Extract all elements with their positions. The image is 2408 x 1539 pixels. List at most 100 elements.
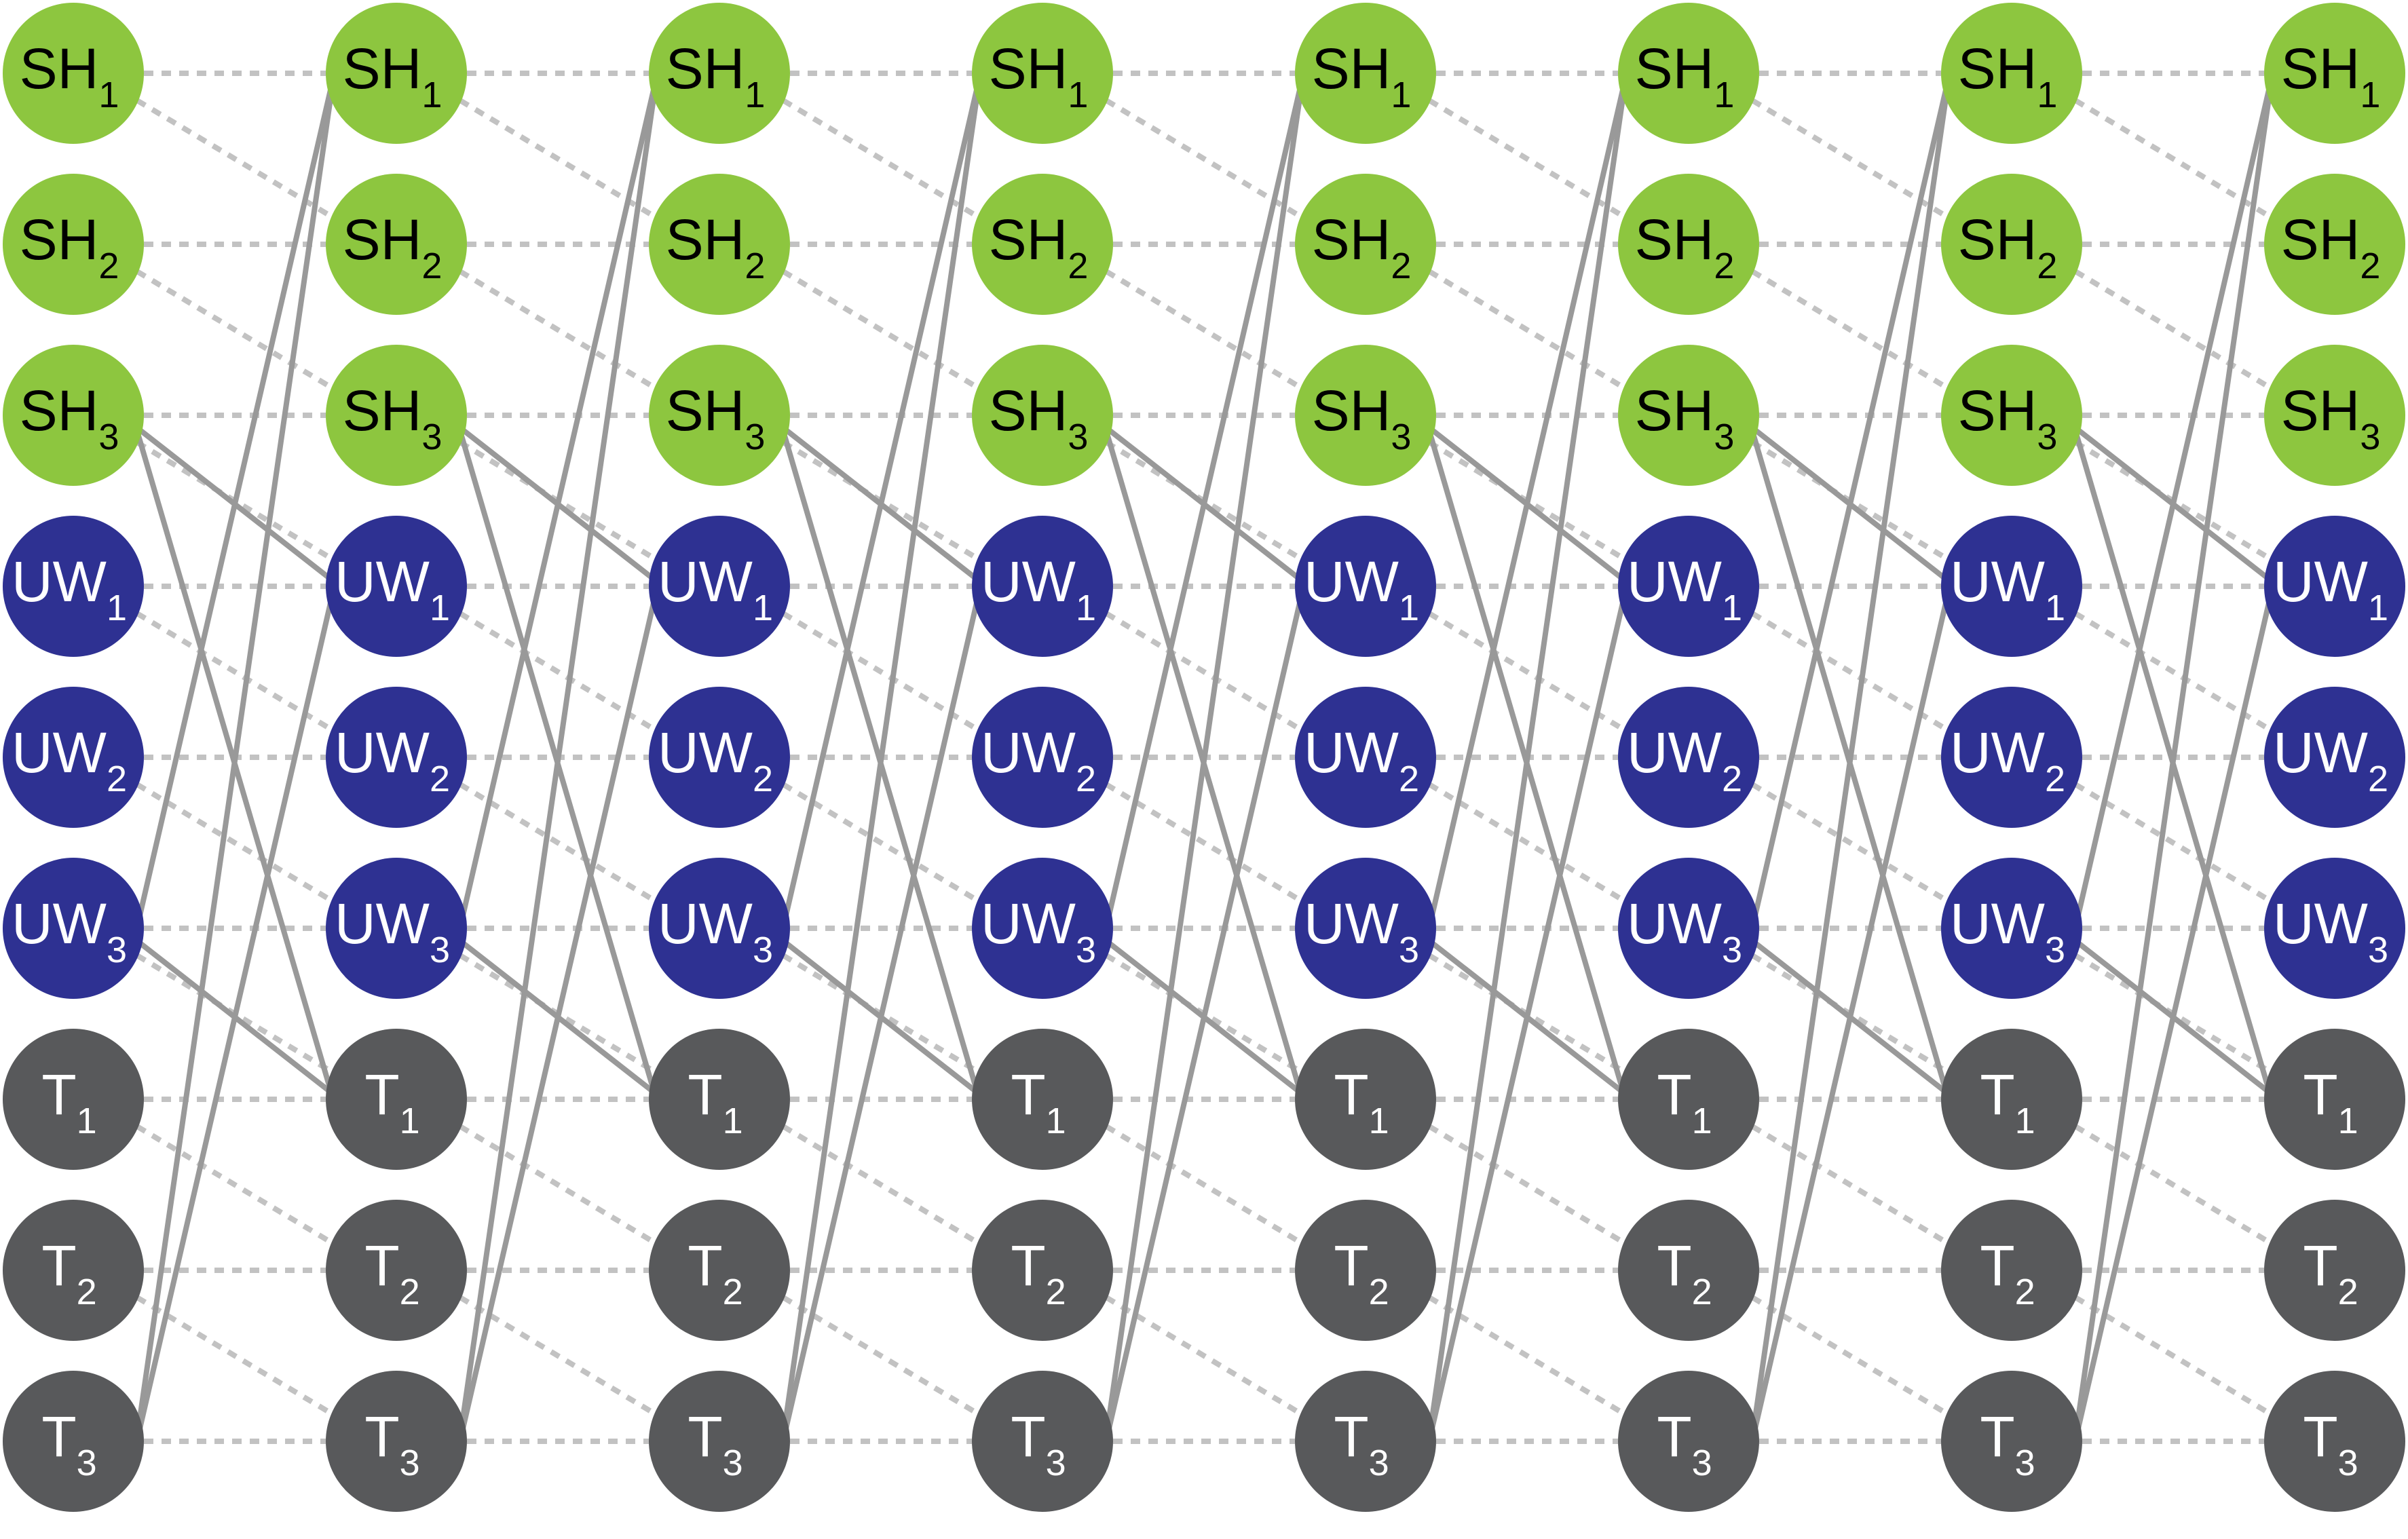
dashed-edge — [1427, 98, 1627, 220]
node-circle — [2264, 1371, 2405, 1512]
node-sh2: SH2 — [326, 174, 467, 315]
node-label-subscript: 3 — [2045, 930, 2065, 970]
node-uw2: UW2 — [1295, 687, 1436, 828]
node-circle — [2264, 516, 2405, 657]
node-circle — [1295, 1029, 1436, 1170]
node-label: SH1 — [20, 37, 119, 115]
node-label: SH1 — [1958, 37, 2058, 115]
node-label-base: T — [364, 1063, 399, 1126]
node-circle — [649, 1029, 790, 1170]
node-circle — [1618, 174, 1759, 315]
node-t2: T2 — [1941, 1200, 2082, 1341]
node-uw3: UW3 — [326, 858, 467, 999]
node-label-subscript: 3 — [1369, 1443, 1389, 1483]
node-uw1: UW1 — [326, 516, 467, 657]
solid-edge — [136, 91, 334, 1430]
node-label-base: UW — [1950, 721, 2045, 784]
dashed-edge — [1104, 611, 1304, 733]
node-label-base: SH — [2281, 208, 2360, 271]
node-label-base: T — [1657, 1234, 1691, 1297]
node-label-base: UW — [1950, 550, 2045, 613]
node-uw3: UW3 — [649, 858, 790, 999]
node-label: UW3 — [981, 892, 1096, 970]
node-circle — [3, 687, 144, 828]
node-circle — [649, 1200, 790, 1341]
node-label-subscript: 3 — [98, 417, 119, 457]
solid-edge — [459, 91, 657, 1430]
node-t2: T2 — [972, 1200, 1113, 1341]
node-t2: T2 — [1295, 1200, 1436, 1341]
node-label-subscript: 3 — [2368, 930, 2388, 970]
node-label-base: T — [1980, 1234, 2014, 1297]
node-circle — [1295, 174, 1436, 315]
node-label-base: T — [688, 1405, 722, 1468]
node-circle — [1941, 516, 2082, 657]
node-sh2: SH2 — [1941, 174, 2082, 315]
solid-edge — [136, 597, 334, 1437]
node-label-subscript: 2 — [2037, 246, 2057, 286]
node-label-subscript: 1 — [753, 588, 773, 628]
node-uw1: UW1 — [1295, 516, 1436, 657]
node-sh3: SH3 — [326, 345, 467, 486]
dashed-edge — [1750, 269, 1950, 391]
node-circle — [649, 3, 790, 144]
node-t3: T3 — [1618, 1371, 1759, 1512]
dashed-edge — [2073, 1295, 2273, 1417]
node-label: SH1 — [666, 37, 766, 115]
node-circle — [2264, 1200, 2405, 1341]
node-t2: T2 — [326, 1200, 467, 1341]
node-label-base: T — [1657, 1405, 1691, 1468]
node-label-base: UW — [1627, 550, 1722, 613]
node-label-subscript: 1 — [2015, 1101, 2035, 1141]
node-circle — [649, 1371, 790, 1512]
dashed-edge — [2073, 98, 2273, 220]
node-sh2: SH2 — [972, 174, 1113, 315]
node-label-subscript: 1 — [400, 1101, 420, 1141]
node-label: UW3 — [335, 892, 450, 970]
node-label-subscript: 2 — [723, 1272, 743, 1312]
node-label: SH2 — [2281, 208, 2381, 286]
node-circle — [972, 858, 1113, 999]
node-label-base: SH — [666, 208, 745, 271]
solid-edge — [1751, 91, 1949, 1430]
dashed-edge — [1750, 782, 1950, 904]
node-label-base: UW — [1627, 892, 1722, 955]
node-sh3: SH3 — [1941, 345, 2082, 486]
node-label: SH1 — [989, 37, 1089, 115]
node-label: T1 — [1657, 1063, 1712, 1141]
node-label-base: UW — [658, 550, 753, 613]
node-label-subscript: 1 — [1692, 1101, 1712, 1141]
node-circle — [1941, 1029, 2082, 1170]
node-uw2: UW2 — [1618, 687, 1759, 828]
node-label-base: UW — [12, 721, 107, 784]
node-label: T2 — [688, 1234, 742, 1312]
node-label-subscript: 2 — [753, 759, 773, 799]
node-circle — [3, 858, 144, 999]
node-label: UW3 — [1304, 892, 1419, 970]
node-label-subscript: 2 — [430, 759, 450, 799]
node-label: UW1 — [1304, 550, 1419, 628]
node-uw1: UW1 — [649, 516, 790, 657]
node-circle — [326, 345, 467, 486]
node-label-subscript: 1 — [1391, 75, 1411, 115]
node-label-subscript: 2 — [2015, 1272, 2035, 1312]
node-label-subscript: 1 — [745, 75, 765, 115]
node-label: T3 — [1334, 1405, 1389, 1483]
node-uw1: UW1 — [1941, 516, 2082, 657]
node-label: SH2 — [20, 208, 119, 286]
node-sh1: SH1 — [1618, 3, 1759, 144]
dashed-edge — [1104, 269, 1304, 391]
node-label: UW1 — [2273, 550, 2388, 628]
node-circle — [326, 174, 467, 315]
node-circle — [1941, 345, 2082, 486]
node-label-base: SH — [1312, 37, 1391, 100]
node-uw1: UW1 — [1618, 516, 1759, 657]
node-label-base: T — [1334, 1234, 1368, 1297]
node-circle — [3, 174, 144, 315]
node-circle — [1941, 858, 2082, 999]
node-uw3: UW3 — [1941, 858, 2082, 999]
node-label: UW3 — [1627, 892, 1742, 970]
node-label-subscript: 3 — [723, 1443, 743, 1483]
node-circle — [3, 516, 144, 657]
dashed-edge — [2073, 269, 2273, 391]
